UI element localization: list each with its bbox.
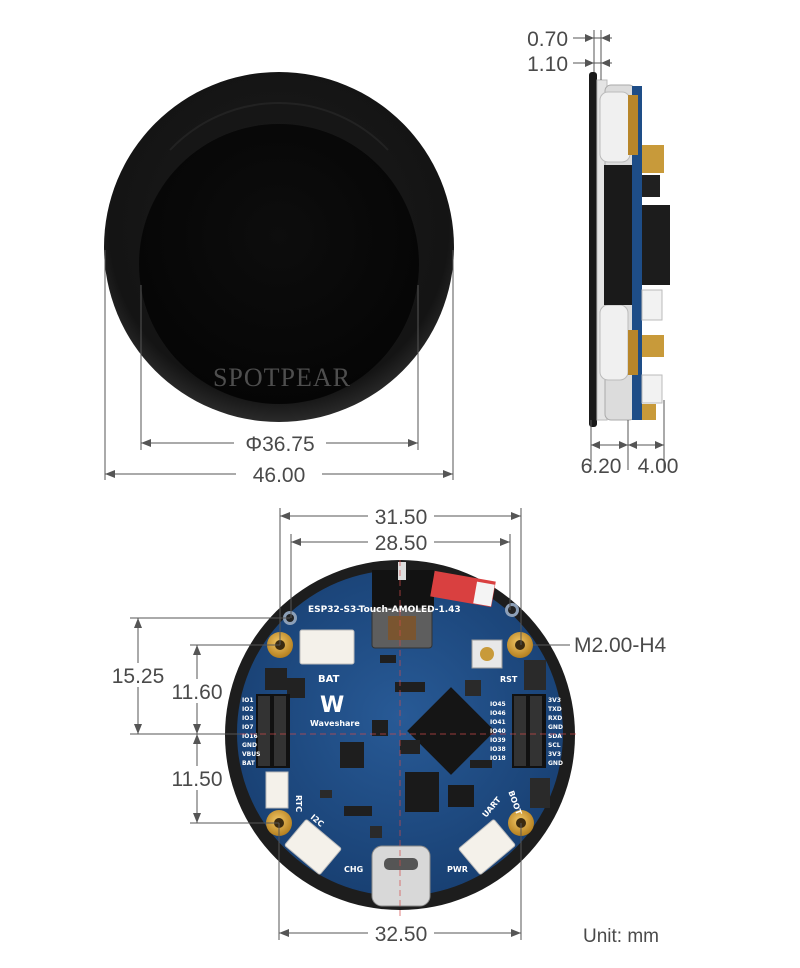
mcu-chip: [407, 687, 495, 775]
hole-spacing-inner-label: 28.50: [375, 532, 428, 555]
hole-spec-label: M2.00-H4: [574, 634, 667, 657]
bezel-thickness-label: 0.70: [527, 28, 568, 51]
svg-text:SCL: SCL: [548, 742, 561, 749]
svg-text:GND: GND: [548, 760, 563, 767]
uart-connector: [458, 819, 516, 875]
svg-text:VBUS: VBUS: [242, 751, 260, 758]
svg-text:IO39: IO39: [490, 737, 506, 744]
svg-text:IO1: IO1: [242, 697, 254, 704]
rtc-connector: [265, 771, 289, 809]
side-view: 0.70 1.10 6.20 4.00: [527, 28, 678, 478]
side-body-depth-label: 6.20: [581, 455, 622, 478]
svg-text:IO45: IO45: [490, 701, 506, 708]
bottom-hole-spacing-label: 32.50: [375, 923, 428, 946]
back-view: ESP32-S3-Touch-AMOLED-1.43 BAT W Wavesha…: [108, 504, 667, 946]
svg-text:GND: GND: [548, 724, 563, 731]
svg-text:IO41: IO41: [490, 719, 506, 726]
pwr-label: PWR: [447, 865, 468, 874]
svg-text:IO7: IO7: [242, 724, 254, 731]
brand-label: Waveshare: [310, 719, 360, 728]
hole-offset-upper-outer-label: 15.25: [112, 665, 165, 688]
svg-text:IO16: IO16: [242, 733, 258, 740]
boot-button: [530, 778, 550, 808]
chg-label: CHG: [344, 865, 363, 874]
hole-spacing-outer-label: 31.50: [375, 506, 428, 529]
svg-text:RXD: RXD: [548, 715, 562, 722]
front-view: SPOTPEAR Φ36.75 46.00: [104, 72, 454, 487]
board-name: ESP32-S3-Touch-AMOLED-1.43: [308, 605, 461, 615]
svg-text:IO46: IO46: [490, 710, 506, 717]
svg-text:SDA: SDA: [548, 733, 562, 740]
right-io-labels: IO45 IO46 IO41 IO40 IO39 IO38 IO18: [490, 701, 506, 762]
usb-c-port: [371, 845, 431, 907]
unit-label: Unit: mm: [583, 926, 659, 947]
rst-button: [524, 660, 546, 690]
svg-text:TXD: TXD: [548, 706, 562, 713]
svg-text:3V3: 3V3: [548, 697, 561, 704]
svg-text:BAT: BAT: [242, 760, 256, 767]
svg-text:BAT: BAT: [318, 674, 340, 685]
i2c-connector: [284, 819, 342, 875]
side-board-depth-label: 4.00: [638, 455, 679, 478]
display-diameter-label: Φ36.75: [245, 433, 314, 456]
watermark: SPOTPEAR: [213, 363, 351, 392]
hole-offset-lower-label: 11.50: [172, 768, 223, 791]
svg-text:3V3: 3V3: [548, 751, 561, 758]
svg-text:IO40: IO40: [490, 728, 506, 735]
svg-text:IO18: IO18: [490, 755, 506, 762]
left-pin-labels: IO1 IO2 IO3 IO7 IO16 GND VBUS BAT: [242, 697, 260, 767]
svg-text:RTC: RTC: [294, 795, 303, 812]
svg-text:IO2: IO2: [242, 706, 254, 713]
hole-offset-upper-inner-label: 11.60: [172, 681, 223, 704]
svg-text:IO38: IO38: [490, 746, 506, 753]
outer-diameter-label: 46.00: [253, 464, 306, 487]
svg-text:IO3: IO3: [242, 715, 254, 722]
bat-connector: [299, 629, 355, 665]
waveshare-logo: W: [320, 693, 344, 718]
glass-thickness-label: 1.10: [527, 53, 568, 76]
right-pin-labels: 3V3 TXD RXD GND SDA SCL 3V3 GND: [548, 697, 563, 767]
svg-text:RST: RST: [500, 675, 518, 684]
svg-text:GND: GND: [242, 742, 257, 749]
display-screen: [139, 124, 419, 404]
